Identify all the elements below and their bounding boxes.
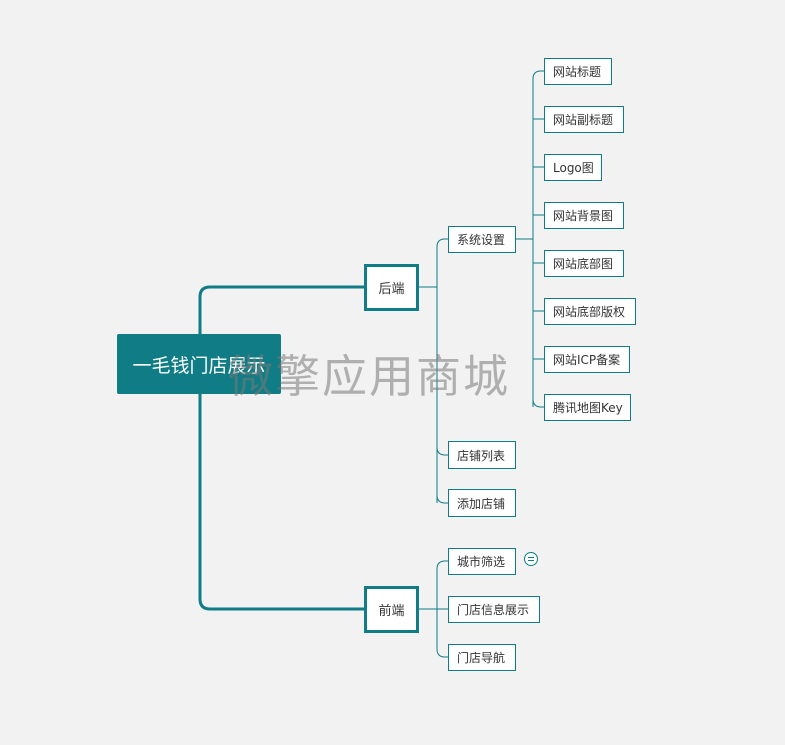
node-site-title[interactable]: 网站标题 <box>544 58 612 85</box>
node-add-store[interactable]: 添加店铺 <box>448 489 516 517</box>
node-tencent-map-key[interactable]: 腾讯地图Key <box>544 394 631 421</box>
node-site-footer-image[interactable]: 网站底部图 <box>544 250 624 277</box>
node-store-info-display[interactable]: 门店信息展示 <box>448 596 540 623</box>
note-icon[interactable] <box>524 552 538 566</box>
root-node[interactable]: 一毛钱门店展示 <box>117 334 281 394</box>
node-city-filter[interactable]: 城市筛选 <box>448 548 516 575</box>
node-site-subtitle[interactable]: 网站副标题 <box>544 106 624 133</box>
node-frontend[interactable]: 前端 <box>364 586 419 633</box>
node-logo-image[interactable]: Logo图 <box>544 154 602 181</box>
node-backend[interactable]: 后端 <box>364 264 419 311</box>
node-site-background-image[interactable]: 网站背景图 <box>544 202 624 229</box>
node-site-icp[interactable]: 网站ICP备案 <box>544 346 630 373</box>
node-store-list[interactable]: 店铺列表 <box>448 441 516 469</box>
node-system-settings[interactable]: 系统设置 <box>448 226 516 253</box>
node-site-footer-copyright[interactable]: 网站底部版权 <box>544 298 636 325</box>
node-store-navigation[interactable]: 门店导航 <box>448 644 516 671</box>
